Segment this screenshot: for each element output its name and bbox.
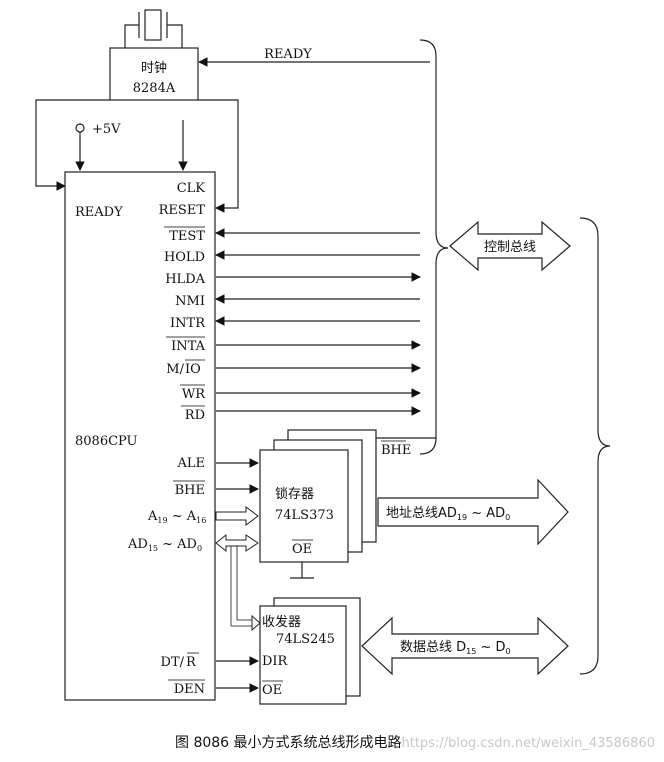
clock-chip-part: 8284A xyxy=(133,81,176,96)
pin-dtr-dt: DT/ xyxy=(161,655,185,670)
address-bus-arrow: 地址总线AD19 ~ AD0 xyxy=(377,478,569,546)
pin-ale: ALE xyxy=(176,456,205,471)
cpu-name: 8086CPU xyxy=(75,434,138,449)
ad-bus-arrow xyxy=(215,533,259,553)
pin-wr: WR xyxy=(182,387,206,402)
clock-chip-label: 时钟 xyxy=(141,60,167,76)
latch-74ls373: 锁存器 74LS373 OE BHE xyxy=(259,429,436,579)
transceiver-oe: OE xyxy=(262,683,282,698)
ready-to-cpu-wire xyxy=(35,99,110,191)
pin-ad15-ad0: AD15 ~ AD0 xyxy=(127,537,202,553)
latch-name: 锁存器 xyxy=(275,486,314,502)
latch-oe: OE xyxy=(292,542,312,557)
latch-bhe-out: BHE xyxy=(381,443,411,458)
ready-line-label: READY xyxy=(264,47,312,62)
figure-caption: 图 8086 最小方式系统总线形成电路 xyxy=(175,735,402,751)
pin-rd: RD xyxy=(185,408,205,423)
control-bus-label: 控制总线 xyxy=(484,240,536,255)
latch-part: 74LS373 xyxy=(275,508,334,523)
ad-branch-to-transceiver xyxy=(230,546,261,632)
clock-chip-8284a: 时钟 8284A xyxy=(109,47,199,101)
control-bus-arrow: 控制总线 xyxy=(449,220,571,272)
vcc-supply: +5V xyxy=(75,122,121,171)
control-bus-brace xyxy=(419,39,449,455)
pin-reset: RESET xyxy=(159,203,206,218)
transceiver-name: 收发器 xyxy=(262,614,301,630)
vcc-label: +5V xyxy=(92,122,121,137)
control-signal-wires xyxy=(215,228,421,416)
pin-a19-a16: A19 ~ A16 xyxy=(147,509,206,525)
system-bus-brace xyxy=(579,217,611,675)
data-bus-arrow: 数据总线 D15 ~ D0 xyxy=(361,616,569,676)
pin-mio-m: M/ xyxy=(166,362,184,377)
pin-clk: CLK xyxy=(177,181,206,196)
pin-hlda: HLDA xyxy=(165,272,205,287)
address-bus-label: 地址总线AD19 ~ AD0 xyxy=(386,506,510,522)
a19-a16-bus-arrow xyxy=(215,506,259,526)
transceiver-74ls245: 收发器 74LS245 DIR OE xyxy=(259,597,361,705)
crystal-oscillator xyxy=(124,9,183,48)
watermark: https://blog.csdn.net/weixin_43586860 xyxy=(401,736,655,751)
pin-inta: INTA xyxy=(171,339,205,354)
pin-mio-io: IO xyxy=(185,362,201,377)
reset-wire xyxy=(198,99,239,213)
transceiver-dir: DIR xyxy=(262,654,289,669)
pin-intr: INTR xyxy=(170,316,206,331)
pin-dtr-r: R xyxy=(186,655,197,670)
cpu-ready-pin: READY xyxy=(75,205,123,220)
pin-den: DEN xyxy=(174,682,205,697)
pin-bhe: BHE xyxy=(175,483,205,498)
data-bus-label: 数据总线 D15 ~ D0 xyxy=(400,640,511,656)
pin-nmi: NMI xyxy=(175,294,205,309)
transceiver-part: 74LS245 xyxy=(276,632,335,647)
pin-test: TEST xyxy=(169,229,205,244)
cpu-8086: READY 8086CPU CLK RESET TEST HOLD HLDA N… xyxy=(64,171,216,701)
pin-hold: HOLD xyxy=(164,250,205,265)
